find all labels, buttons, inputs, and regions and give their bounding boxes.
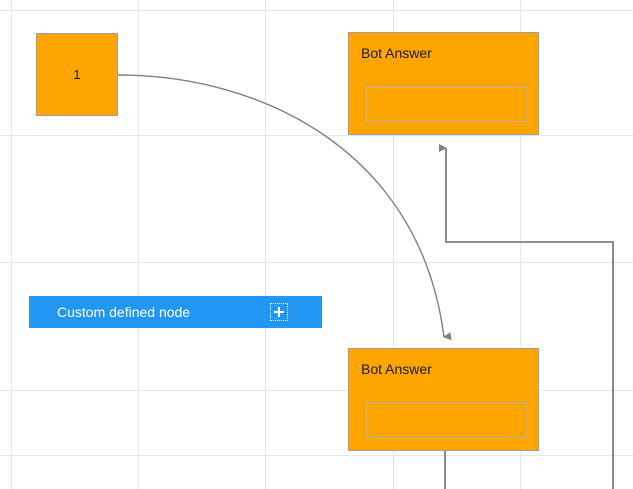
bot-answer-node-bottom[interactable]: Bot Answer xyxy=(348,348,539,451)
plus-icon[interactable] xyxy=(270,303,288,321)
bot-answer-top-title: Bot Answer xyxy=(361,45,432,61)
start-node[interactable]: 1 xyxy=(36,33,118,116)
custom-defined-node-bar[interactable]: Custom defined node xyxy=(29,296,322,328)
bot-answer-node-top[interactable]: Bot Answer xyxy=(348,32,539,135)
custom-defined-node-label: Custom defined node xyxy=(57,304,191,320)
bot-answer-bottom-title: Bot Answer xyxy=(361,361,432,377)
start-node-label: 1 xyxy=(73,67,81,82)
bot-answer-top-slot[interactable] xyxy=(366,87,528,122)
bot-answer-bottom-slot[interactable] xyxy=(366,403,528,438)
